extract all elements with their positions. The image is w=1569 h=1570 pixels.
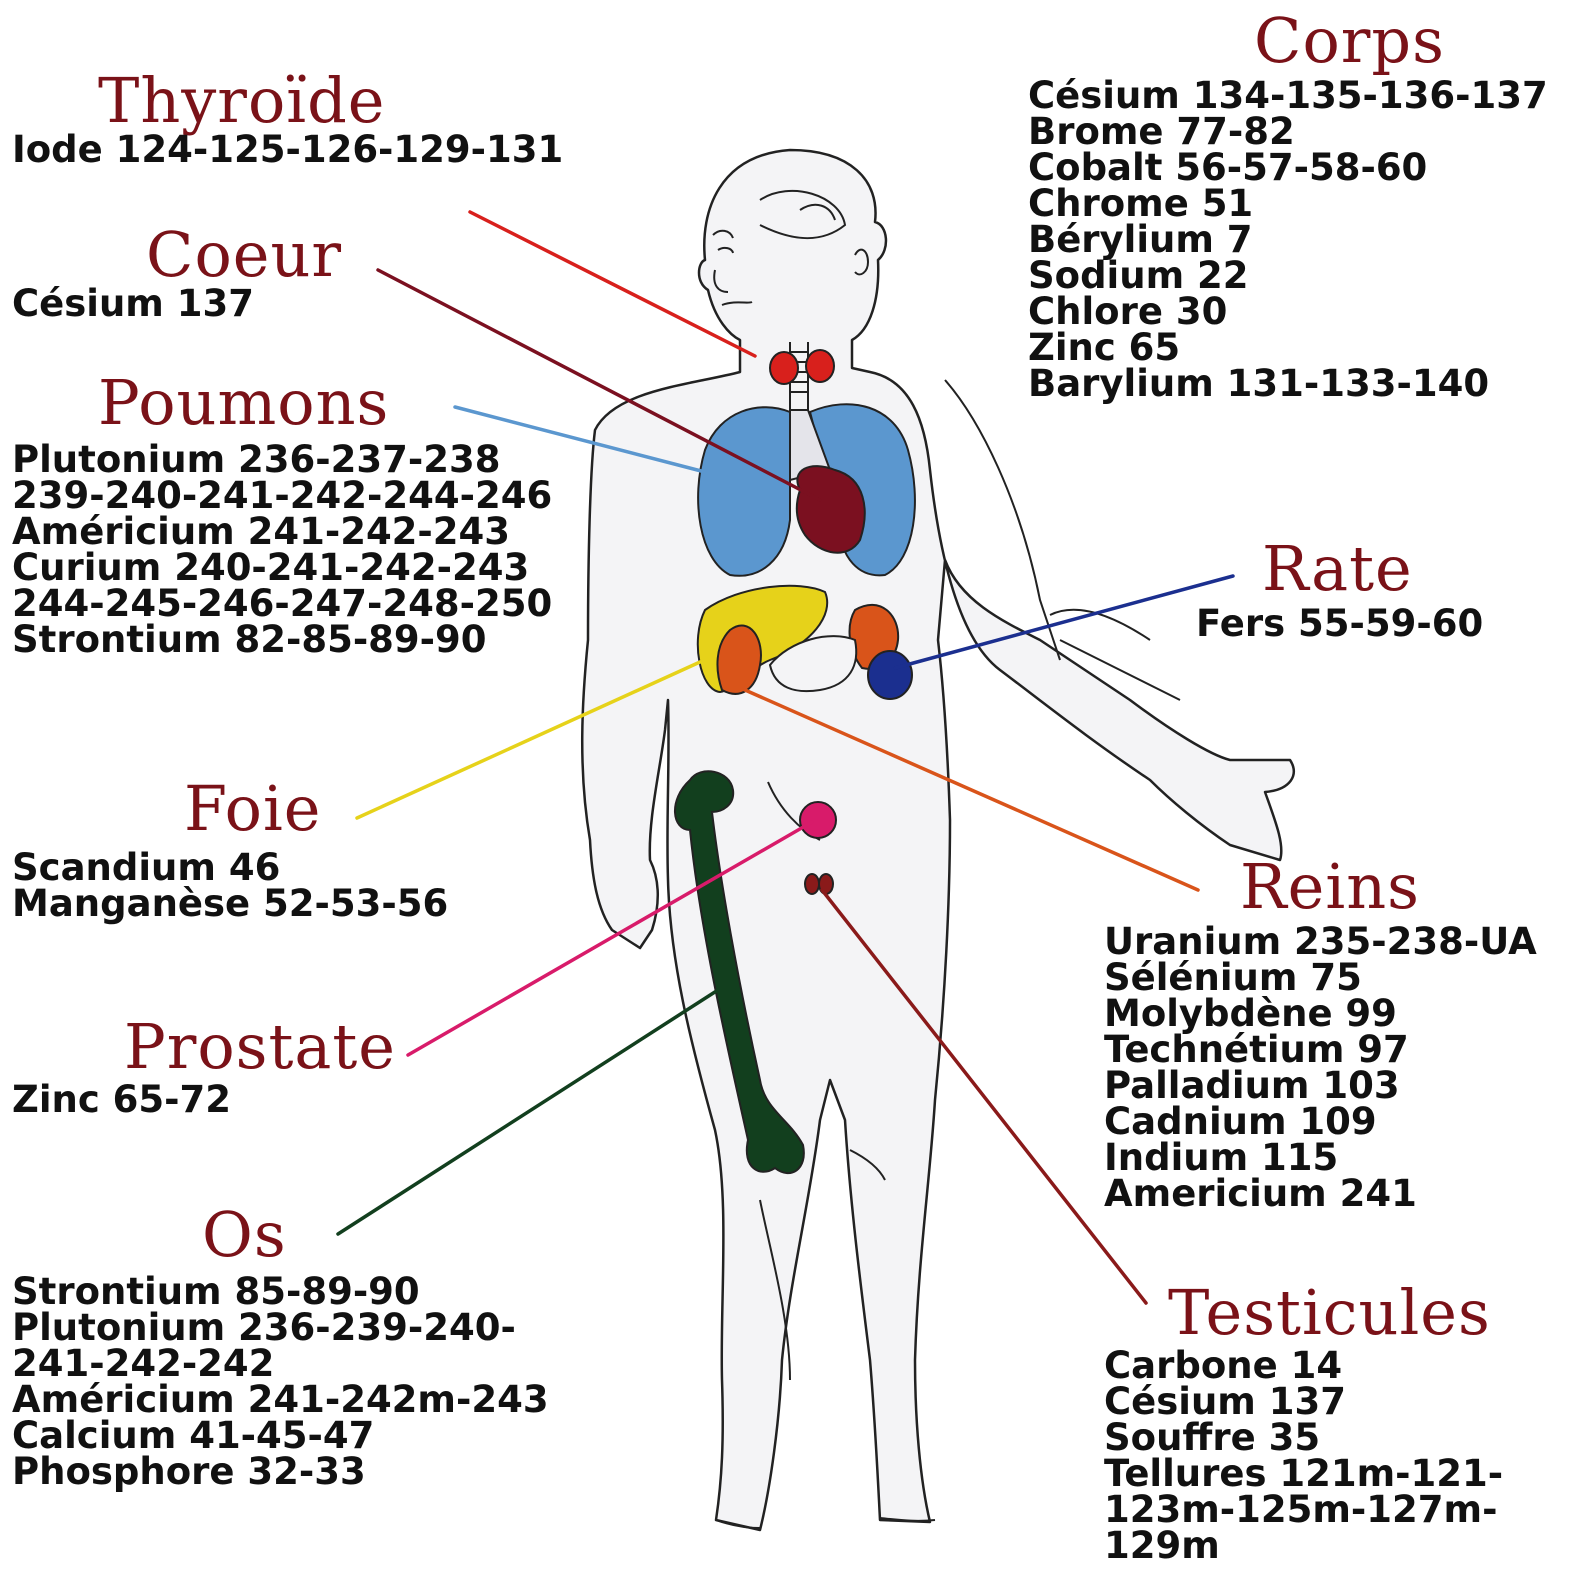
label-lungs-item: Américium 241-242-243	[12, 514, 552, 550]
label-body-item: Césium 134-135-136-137	[1028, 78, 1548, 114]
label-bone-item: Calcium 41-45-47	[12, 1418, 549, 1454]
label-lungs-item: Curium 240-241-242-243	[12, 550, 552, 586]
label-lungs-list: Plutonium 236-237-238 239-240-241-242-24…	[12, 442, 552, 658]
label-body-item: Chrome 51	[1028, 186, 1548, 222]
label-liver-item: Manganèse 52-53-56	[12, 886, 448, 922]
label-lungs-item: 239-240-241-242-244-246	[12, 478, 552, 514]
label-bone-list: Strontium 85-89-90 Plutonium 236-239-240…	[12, 1274, 549, 1490]
label-testicles-item: 129m	[1104, 1528, 1503, 1564]
label-kidneys-item: Palladium 103	[1104, 1068, 1537, 1104]
label-kidneys-item: Technétium 97	[1104, 1032, 1537, 1068]
label-heart: Coeur Césium 137	[12, 224, 342, 322]
label-kidneys-title: Reins	[1240, 856, 1537, 918]
label-kidneys-item: Molybdène 99	[1104, 996, 1537, 1032]
label-spleen-item: Fers 55-59-60	[1196, 606, 1483, 642]
label-heart-item: Césium 137	[12, 286, 342, 322]
label-bone-title: Os	[202, 1204, 549, 1266]
label-bone: Os Strontium 85-89-90 Plutonium 236-239-…	[12, 1204, 549, 1490]
label-kidneys-item: Cadnium 109	[1104, 1104, 1537, 1140]
label-heart-list: Césium 137	[12, 286, 342, 322]
label-kidneys-item: Indium 115	[1104, 1140, 1537, 1176]
leader-spleen	[895, 576, 1233, 668]
label-kidneys-list: Uranium 235-238-UA Sélénium 75 Molybdène…	[1104, 924, 1537, 1212]
testicle-left	[805, 874, 819, 894]
label-testicles-item: Césium 137	[1104, 1384, 1503, 1420]
label-body-item: Zinc 65	[1028, 330, 1548, 366]
label-bone-item: Américium 241-242m-243	[12, 1382, 549, 1418]
label-testicles-item: Tellures 121m-121-	[1104, 1456, 1503, 1492]
label-kidneys-item: Sélénium 75	[1104, 960, 1537, 996]
label-thyroid: Thyroïde Iode 124-125-126-129-131	[12, 70, 563, 168]
label-kidneys: Reins Uranium 235-238-UA Sélénium 75 Mol…	[1104, 856, 1537, 1212]
label-spleen-list: Fers 55-59-60	[1196, 606, 1483, 642]
label-bone-item: Plutonium 236-239-240-	[12, 1310, 549, 1346]
label-testicles-item: 123m-125m-127m-	[1104, 1492, 1503, 1528]
label-lungs-title: Poumons	[98, 372, 552, 434]
label-testicles-item: Carbone 14	[1104, 1348, 1503, 1384]
label-body-item: Sodium 22	[1028, 258, 1548, 294]
label-kidneys-item: Americium 241	[1104, 1176, 1537, 1212]
label-bone-item: Strontium 85-89-90	[12, 1274, 549, 1310]
label-liver-item: Scandium 46	[12, 850, 448, 886]
label-body-item: Chlore 30	[1028, 294, 1548, 330]
label-prostate-list: Zinc 65-72	[12, 1082, 396, 1118]
label-spleen: Rate Fers 55-59-60	[1196, 538, 1483, 642]
label-body-list: Césium 134-135-136-137 Brome 77-82 Cobal…	[1028, 78, 1548, 402]
label-liver: Foie Scandium 46 Manganèse 52-53-56	[12, 778, 448, 922]
label-testicles: Testicules Carbone 14 Césium 137 Souffre…	[1104, 1282, 1503, 1564]
label-kidneys-item: Uranium 235-238-UA	[1104, 924, 1537, 960]
thyroid-left	[770, 352, 798, 384]
label-body-item: Barylium 131-133-140	[1028, 366, 1548, 402]
label-thyroid-list: Iode 124-125-126-129-131	[12, 132, 563, 168]
label-lungs: Poumons Plutonium 236-237-238 239-240-24…	[12, 372, 552, 658]
thyroid-right	[806, 350, 834, 382]
label-body-item: Bérylium 7	[1028, 222, 1548, 258]
label-heart-title: Coeur	[146, 224, 342, 286]
label-lungs-item: Plutonium 236-237-238	[12, 442, 552, 478]
label-body: Corps Césium 134-135-136-137 Brome 77-82…	[1028, 10, 1548, 402]
label-testicles-list: Carbone 14 Césium 137 Souffre 35 Tellure…	[1104, 1348, 1503, 1564]
label-testicles-item: Souffre 35	[1104, 1420, 1503, 1456]
label-liver-list: Scandium 46 Manganèse 52-53-56	[12, 850, 448, 922]
label-body-item: Cobalt 56-57-58-60	[1028, 150, 1548, 186]
label-bone-item: Phosphore 32-33	[12, 1454, 549, 1490]
label-thyroid-title: Thyroïde	[98, 70, 563, 132]
label-prostate-title: Prostate	[124, 1016, 396, 1078]
label-bone-item: 241-242-242	[12, 1346, 549, 1382]
spleen	[868, 651, 912, 699]
label-prostate: Prostate Zinc 65-72	[12, 1016, 396, 1118]
label-lungs-item: 244-245-246-247-248-250	[12, 586, 552, 622]
label-thyroid-item: Iode 124-125-126-129-131	[12, 132, 563, 168]
label-lungs-item: Strontium 82-85-89-90	[12, 622, 552, 658]
label-testicles-title: Testicules	[1168, 1282, 1503, 1344]
label-body-item: Brome 77-82	[1028, 114, 1548, 150]
label-prostate-item: Zinc 65-72	[12, 1082, 396, 1118]
label-spleen-title: Rate	[1262, 538, 1483, 600]
label-liver-title: Foie	[184, 778, 448, 840]
prostate	[800, 802, 836, 838]
label-body-title: Corps	[1254, 10, 1548, 72]
